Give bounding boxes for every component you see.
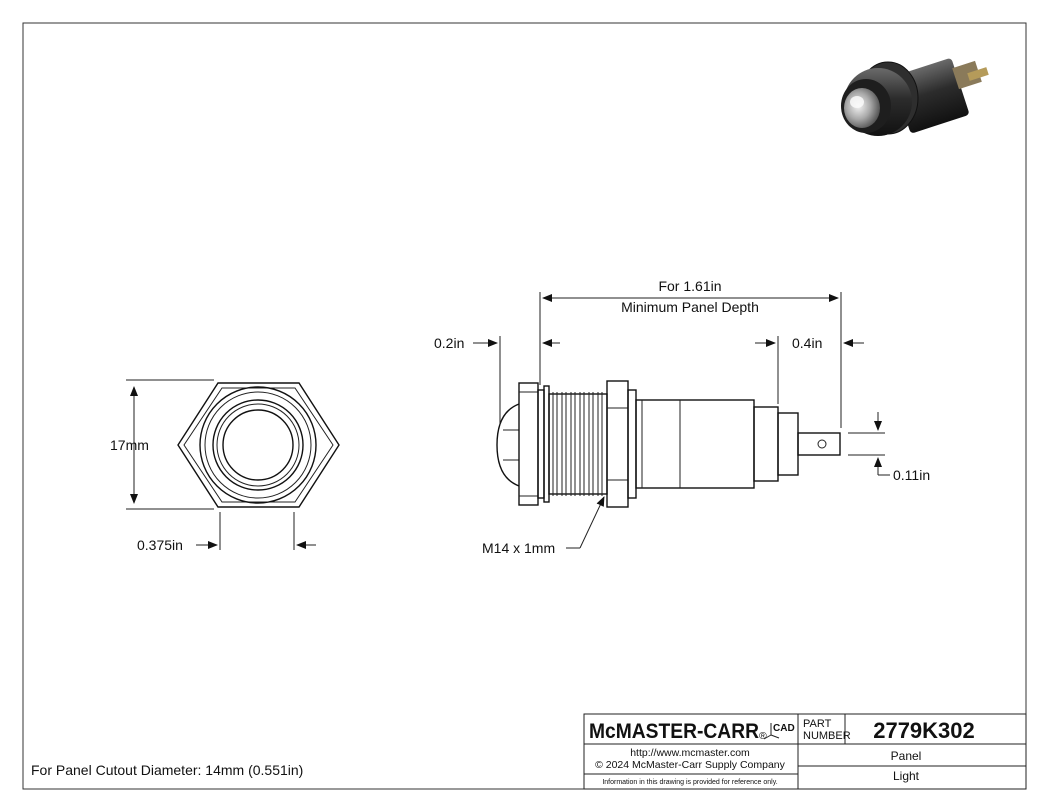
- dim-terminal-width-label: 0.11in: [893, 467, 930, 483]
- dim-min-panel-depth-line1: For 1.61in: [658, 278, 721, 294]
- title-block: McMASTER-CARR ® CAD PART NUMBER 2779K302…: [583, 713, 1027, 790]
- dim-terminal-length: 0.4in: [755, 335, 864, 404]
- dim-hex-thickness-label: 0.375in: [137, 537, 183, 553]
- copyright-text: © 2024 McMaster-Carr Supply Company: [595, 759, 786, 771]
- description-line1: Panel: [891, 749, 922, 763]
- website-url: http://www.mcmaster.com: [630, 747, 750, 759]
- drawing-border: [22, 22, 1027, 790]
- dim-hex-size: 17mm: [110, 379, 214, 510]
- dim-lens-length: 0.2in: [434, 335, 560, 425]
- thread-callout-label: M14 x 1mm: [482, 540, 555, 556]
- thread-callout: M14 x 1mm: [482, 496, 605, 556]
- panel-cutout-note: For Panel Cutout Diameter: 14mm (0.551in…: [31, 762, 303, 778]
- dim-min-panel-depth: For 1.61in Minimum Panel Depth: [539, 278, 842, 428]
- part-number: 2779K302: [873, 718, 975, 743]
- dim-hex-size-label: 17mm: [110, 437, 149, 453]
- part-number-label-line2: NUMBER: [803, 730, 851, 742]
- product-render-image: [841, 58, 989, 136]
- part-number-label-line1: PART: [803, 718, 832, 730]
- side-view-light: [496, 380, 841, 508]
- dim-hex-thickness: 0.375in: [137, 512, 316, 553]
- description-line2: Light: [893, 769, 920, 783]
- company-logo: McMASTER-CARR: [589, 720, 759, 743]
- disclaimer-text: Information in this drawing is provided …: [602, 779, 777, 786]
- dim-min-panel-depth-line2: Minimum Panel Depth: [621, 299, 759, 315]
- front-view-hex: [177, 382, 340, 508]
- dim-terminal-width: 0.11in: [848, 412, 930, 483]
- cad-mark: CAD: [773, 723, 795, 734]
- registered-mark: ®: [759, 730, 767, 742]
- cad-axis-icon: [763, 723, 780, 740]
- dim-lens-length-label: 0.2in: [434, 335, 464, 351]
- dim-terminal-length-label: 0.4in: [792, 335, 822, 351]
